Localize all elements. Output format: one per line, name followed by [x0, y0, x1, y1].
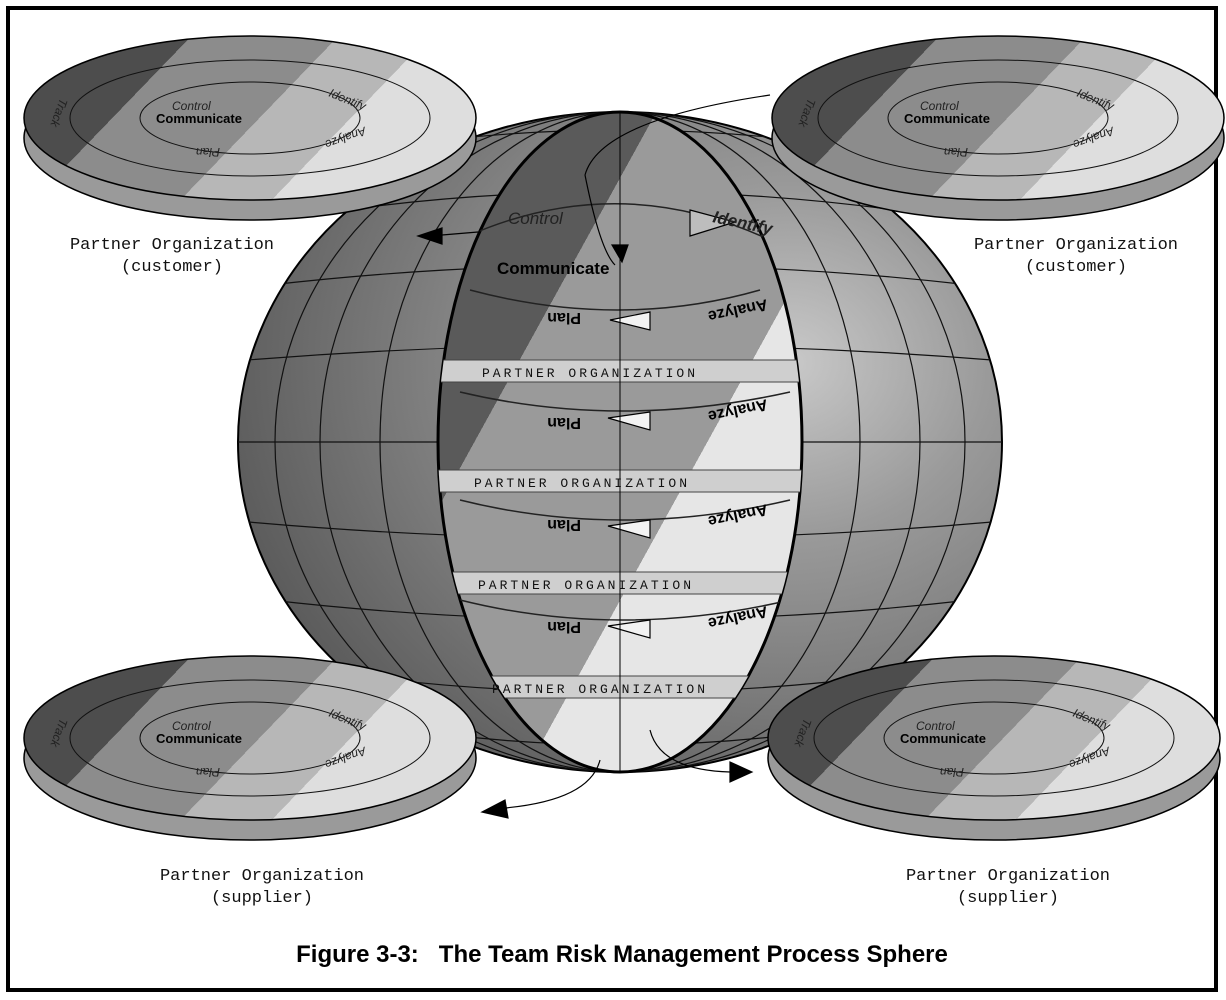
partner-role: (customer) [121, 258, 223, 277]
disk-control-label: Control [172, 99, 211, 113]
sphere-control-label: Control [508, 209, 564, 228]
disk-communicate-label: Communicate [904, 111, 990, 126]
disk-plan-label: Plan [944, 145, 968, 159]
disk-bottom-right: Control Identify Communicate Plan Analyz… [767, 655, 1221, 841]
partner-name: Partner Organization [160, 867, 364, 886]
sphere-plan-label-4: Plan [547, 618, 581, 635]
disk-top-left: Control Identify Communicate Plan Analyz… [23, 35, 477, 221]
sphere-communicate-label: Communicate [497, 259, 609, 278]
sphere-plan-label-2: Plan [547, 414, 581, 431]
connector-arrows [416, 94, 771, 819]
disk-top-right: Control Identify Communicate Plan Analyz… [771, 35, 1225, 221]
band-text-2: PARTNER ORGANIZATION [474, 476, 690, 491]
disk-communicate-label: Communicate [156, 731, 242, 746]
disk-control-label: Control [172, 719, 211, 733]
partner-name: Partner Organization [906, 867, 1110, 886]
disk-control-label: Control [916, 719, 955, 733]
disk-plan-label: Plan [196, 765, 220, 779]
band-text-3: PARTNER ORGANIZATION [478, 578, 694, 593]
disk-plan-label: Plan [196, 145, 220, 159]
figure-caption: Figure 3-3: The Team Risk Management Pro… [296, 941, 948, 968]
disk-control-label: Control [920, 99, 959, 113]
partner-label-top-left: Partner Organization (customer) [70, 236, 274, 277]
band-text-4: PARTNER ORGANIZATION [492, 682, 708, 697]
disk-communicate-label: Communicate [156, 111, 242, 126]
partner-label-bottom-left: Partner Organization (supplier) [160, 867, 364, 908]
partner-name: Partner Organization [974, 236, 1178, 255]
partner-label-top-right: Partner Organization (customer) [974, 236, 1178, 277]
sphere-cross-section: Control Identify Communicate Plan Analyz… [436, 110, 804, 774]
partner-role: (customer) [1025, 258, 1127, 277]
disk-plan-label: Plan [940, 765, 964, 779]
disk-bottom-left: Control Identify Communicate Plan Analyz… [23, 655, 477, 841]
partner-role: (supplier) [957, 889, 1059, 908]
partner-label-bottom-right: Partner Organization (supplier) [906, 867, 1110, 908]
sphere-plan-label-1: Plan [547, 309, 581, 326]
sphere-plan-label-3: Plan [547, 516, 581, 533]
disk-communicate-label: Communicate [900, 731, 986, 746]
partner-name: Partner Organization [70, 236, 274, 255]
band-text-1: PARTNER ORGANIZATION [482, 366, 698, 381]
partner-role: (supplier) [211, 889, 313, 908]
